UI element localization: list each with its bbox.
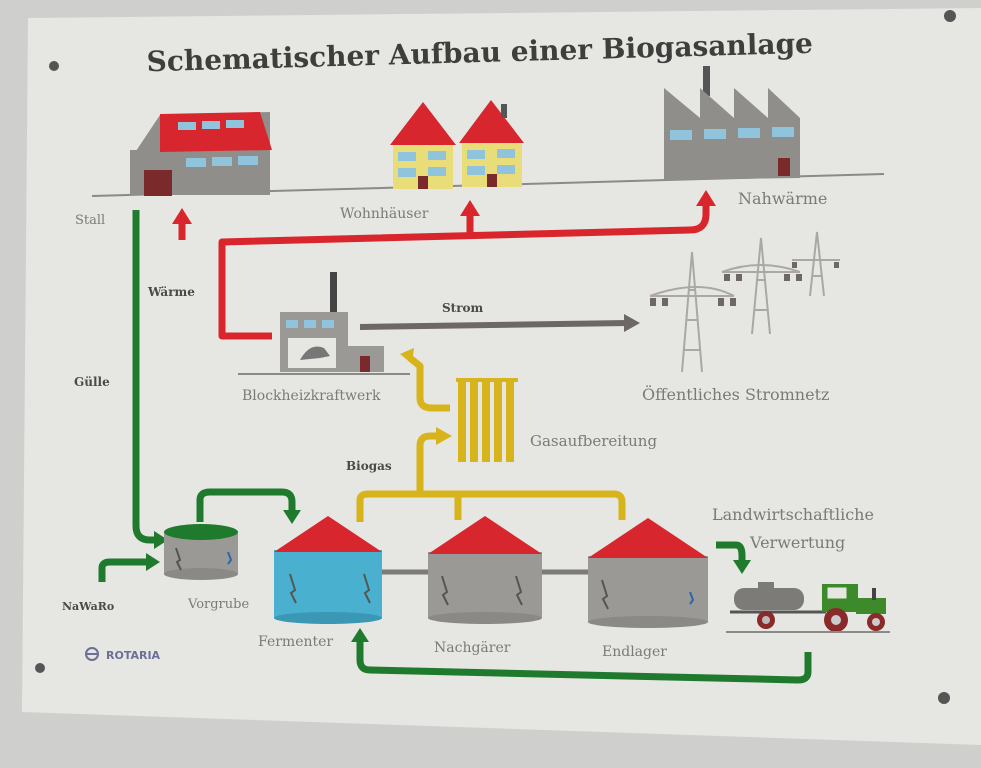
label-nachgaerer: Nachgärer xyxy=(434,640,511,656)
manure-arrow-heads xyxy=(146,510,751,642)
label-verwertung-line2: Verwertung xyxy=(749,533,845,552)
label-waerme: Wärme xyxy=(147,285,195,299)
factory-icon xyxy=(664,66,800,180)
label-gasaufbereitung: Gasaufbereitung xyxy=(530,432,657,450)
label-endlager: Endlager xyxy=(602,644,667,660)
label-nahwaerme: Nahwärme xyxy=(738,189,827,208)
slurry-trailer-icon xyxy=(730,582,826,629)
chp-plant-icon xyxy=(280,272,384,372)
tractor-icon xyxy=(822,584,886,632)
label-guelle: Gülle xyxy=(74,375,110,389)
tank-icon xyxy=(164,524,238,580)
brand-logo-icon xyxy=(85,647,99,661)
final-storage-tank xyxy=(588,518,708,628)
label-strom: Strom xyxy=(442,301,484,315)
stable-icon xyxy=(130,112,272,196)
board-screws xyxy=(35,10,956,704)
label-nawaro: NaWaRo xyxy=(62,600,114,613)
house-icon xyxy=(390,100,524,189)
label-fermenter: Fermenter xyxy=(258,634,333,650)
label-stall: Stall xyxy=(75,213,105,228)
heat-flow-arrows xyxy=(178,204,710,340)
brand-name: ROTARIA xyxy=(106,649,161,662)
gas-filter-icon xyxy=(456,378,518,462)
label-vorgrube: Vorgrube xyxy=(187,597,249,612)
label-stromnetz: Öffentliches Stromnetz xyxy=(642,384,829,404)
pylon-insulators xyxy=(650,262,839,306)
fermenter-tank xyxy=(274,516,382,624)
power-pylon-icon xyxy=(649,231,840,373)
label-biogas: Biogas xyxy=(346,459,392,473)
label-wohnhaeuser: Wohnhäuser xyxy=(340,206,429,222)
heat-arrow-heads xyxy=(172,190,716,224)
post-digester-tank xyxy=(428,516,542,624)
power-flow-arrow xyxy=(359,314,640,332)
label-verwertung-line1: Landwirtschaftliche xyxy=(712,505,874,524)
label-bhkw: Blockheizkraftwerk xyxy=(242,388,381,404)
biogas-flow-arrows xyxy=(356,355,626,522)
biogas-arrow-heads xyxy=(400,348,452,445)
manure-flow-arrows xyxy=(98,210,812,684)
